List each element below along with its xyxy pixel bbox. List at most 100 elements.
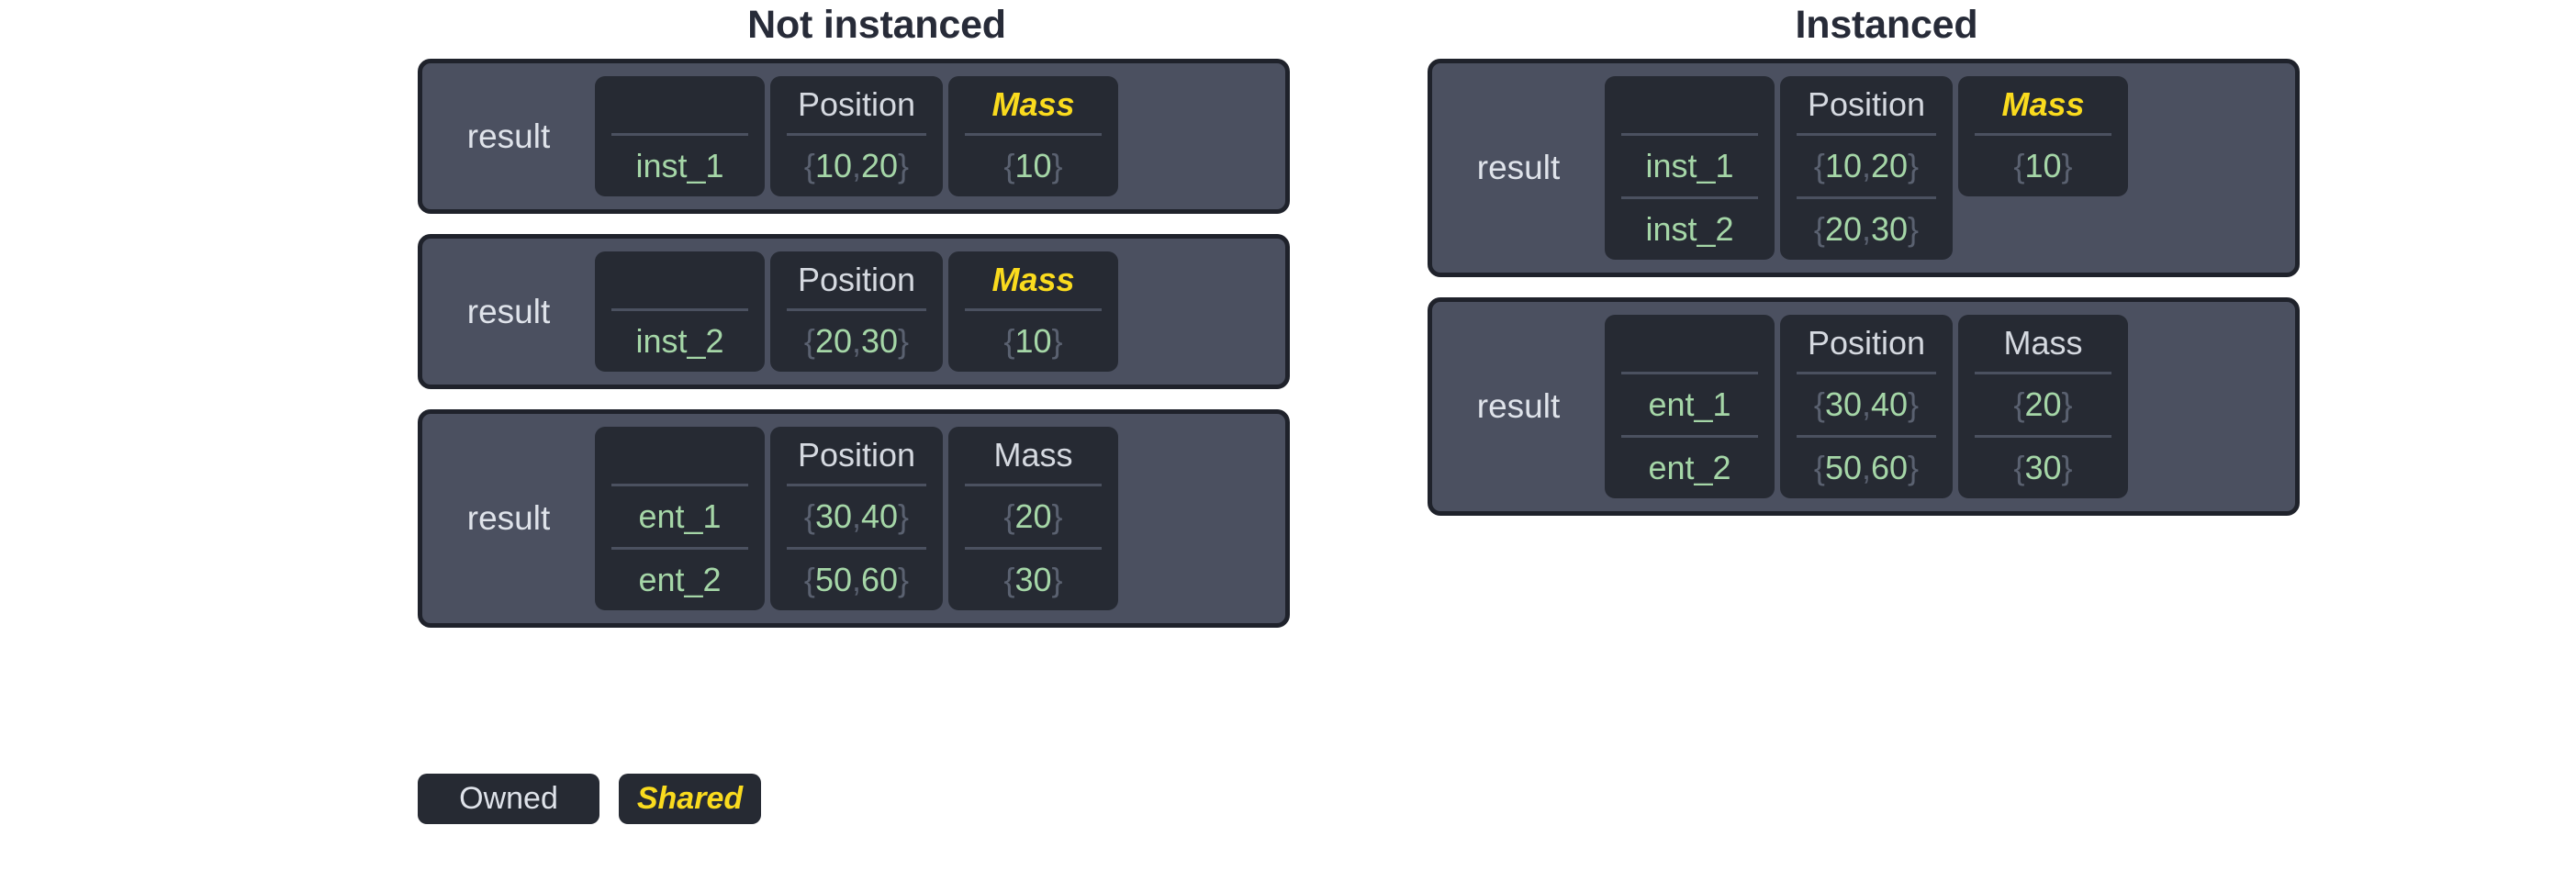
component-column-position: Position {20, 30} — [770, 251, 943, 372]
comma-glyph: , — [851, 147, 861, 184]
cell-entity-name: inst_2 — [635, 322, 724, 360]
column-header-entity-name — [595, 427, 765, 484]
cell-entity-name: ent_1 — [1648, 385, 1731, 423]
comma-glyph: , — [1861, 385, 1871, 423]
column-header-position: Position — [797, 436, 916, 474]
column-header-position: Position — [797, 261, 916, 298]
brace-glyph: } — [898, 322, 910, 360]
row-divider — [787, 547, 926, 550]
brace-glyph: { — [1003, 561, 1015, 598]
row-divider — [787, 308, 926, 311]
row-divider — [1797, 372, 1936, 374]
row-divider — [1797, 196, 1936, 199]
brace-glyph: } — [2061, 147, 2073, 184]
cell-position: {20, 30} — [803, 322, 910, 360]
component-column-mass: Mass {20} {30} — [948, 427, 1118, 610]
brace-glyph: } — [1051, 561, 1063, 598]
result-label: result — [466, 499, 551, 537]
brace-glyph: } — [1051, 322, 1063, 360]
cell-mass: {10} — [1003, 322, 1063, 360]
brace-glyph: { — [2013, 147, 2025, 184]
brace-glyph: } — [2061, 449, 2073, 486]
row-divider — [1621, 196, 1758, 199]
component-column-entity-name: inst_1 — [595, 76, 765, 196]
brace-glyph: { — [1003, 322, 1015, 360]
brace-glyph: { — [1813, 210, 1825, 248]
brace-glyph: } — [898, 147, 910, 184]
cell-entity-name: ent_1 — [638, 497, 722, 535]
component-column-position: Position {30, 40} {50, 60} — [1780, 315, 1953, 498]
comma-glyph: , — [1861, 210, 1871, 248]
row-divider — [611, 547, 748, 550]
column-header-mass: Mass — [993, 436, 1073, 474]
column-header-entity-name — [595, 76, 765, 133]
result-table: result inst_2 Position {20, 30} Mass {10} — [418, 234, 1290, 389]
cell-position: {30, 40} — [1813, 385, 1920, 423]
row-divider — [611, 133, 748, 136]
brace-glyph: { — [1003, 147, 1015, 184]
cell-entity-name: inst_1 — [1645, 147, 1734, 184]
cell-position: {50, 60} — [1813, 449, 1920, 486]
comma-glyph: , — [1861, 147, 1871, 184]
legend: Owned Shared — [418, 774, 761, 824]
brace-glyph: } — [1051, 497, 1063, 535]
brace-glyph: } — [2061, 385, 2073, 423]
result-label: result — [1476, 149, 1561, 186]
row-divider — [1621, 133, 1758, 136]
brace-glyph: { — [1003, 497, 1015, 535]
brace-glyph: } — [898, 497, 910, 535]
cell-mass: {30} — [1003, 561, 1063, 598]
column-title-not-instanced: Not instanced — [747, 3, 1006, 47]
component-columns: inst_2 Position {20, 30} Mass {10} — [595, 239, 1285, 385]
legend-chip-shared: Shared — [619, 774, 761, 824]
brace-glyph: } — [1908, 210, 1920, 248]
column-header-entity-name — [1605, 76, 1775, 133]
component-column-mass: Mass{10} — [948, 76, 1118, 196]
cell-entity-name: ent_2 — [1648, 449, 1731, 486]
column-header-position: Position — [1807, 324, 1926, 362]
brace-glyph: { — [803, 561, 815, 598]
cell-mass: {10} — [2013, 147, 2073, 184]
brace-glyph: { — [2013, 385, 2025, 423]
component-column-position: Position {30, 40} {50, 60} — [770, 427, 943, 610]
column-header-position: Position — [797, 85, 916, 123]
row-divider — [1621, 435, 1758, 438]
row-divider — [965, 308, 1102, 311]
result-label: result — [1476, 387, 1561, 425]
column-header-mass: Mass — [2001, 85, 2085, 123]
component-column-mass: Mass {10} — [1958, 76, 2128, 196]
result-label: result — [466, 292, 551, 330]
result-table: result ent_1 ent_2 Position {30, 40} {50, 60… — [1428, 297, 2300, 516]
cell-entity-name: inst_2 — [1645, 210, 1734, 248]
column-header-mass: Mass — [991, 85, 1075, 123]
component-column-entity-name: inst_2 — [595, 251, 765, 372]
brace-glyph: } — [1908, 449, 1920, 486]
component-column-mass: Mass{20}{30} — [1958, 315, 2128, 498]
column-header-mass: Mass — [991, 261, 1075, 298]
brace-glyph: { — [1813, 449, 1825, 486]
row-divider — [1975, 435, 2111, 438]
cell-mass: {20} — [2013, 385, 2073, 423]
cell-entity-name: inst_1 — [635, 147, 724, 184]
cell-position: {10, 20} — [1813, 147, 1920, 184]
cell-position: {30, 40} — [803, 497, 910, 535]
column-header-entity-name — [1605, 315, 1775, 372]
comma-glyph: , — [851, 322, 861, 360]
row-divider — [1975, 133, 2111, 136]
brace-glyph: } — [1908, 385, 1920, 423]
row-divider — [787, 484, 926, 486]
cell-mass: {20} — [1003, 497, 1063, 535]
brace-glyph: } — [898, 561, 910, 598]
cell-position: {50, 60} — [803, 561, 910, 598]
cell-position: {10, 20} — [803, 147, 910, 184]
brace-glyph: { — [803, 147, 815, 184]
